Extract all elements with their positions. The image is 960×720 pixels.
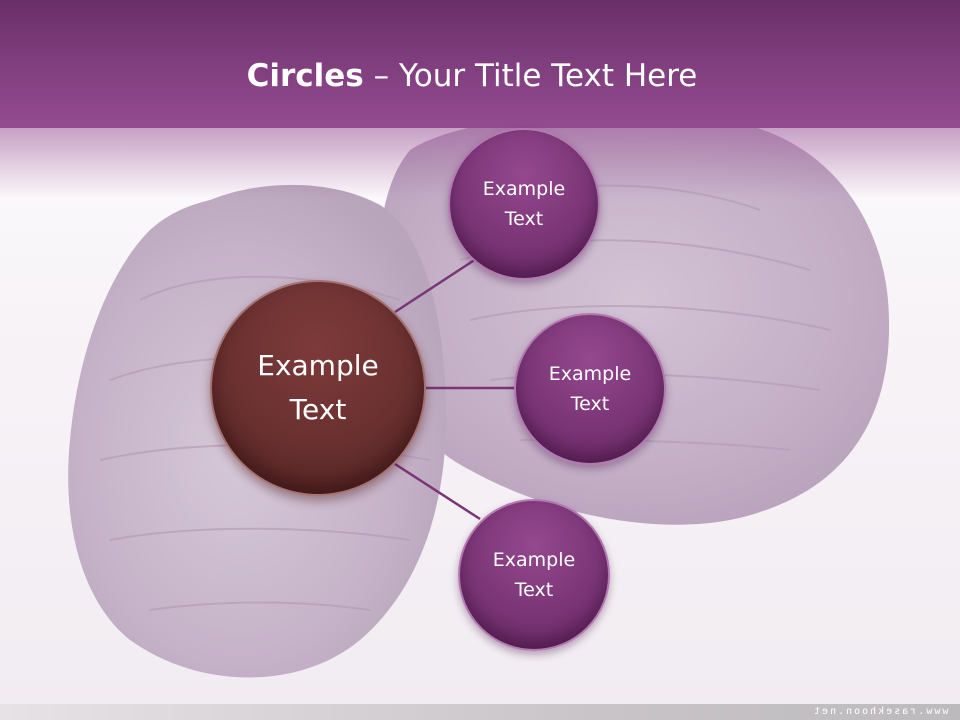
satellite-circle-text: Example Text bbox=[548, 363, 632, 415]
slide-title: Circles – Your Title Text Here bbox=[0, 56, 944, 96]
footer-bar: www.rasekhoon.net bbox=[0, 704, 960, 720]
satellite-circle-text: Example Text bbox=[492, 549, 576, 601]
satellite-circle-top[interactable]: Example Text bbox=[448, 128, 600, 280]
center-circle[interactable]: Example Text bbox=[210, 280, 426, 496]
connector-top bbox=[394, 257, 477, 314]
header-band bbox=[0, 0, 960, 128]
satellite-circle-text: Example Text bbox=[482, 178, 566, 230]
watermark: www.rasekhoon.net bbox=[811, 706, 948, 717]
satellite-circle-middle[interactable]: Example Text bbox=[514, 313, 666, 465]
title-bold: Circles bbox=[246, 58, 364, 94]
center-circle-text: Example Text bbox=[257, 349, 379, 426]
title-rest: – Your Title Text Here bbox=[363, 58, 698, 94]
satellite-circle-bottom[interactable]: Example Text bbox=[458, 499, 610, 651]
connector-bottom bbox=[394, 462, 481, 521]
